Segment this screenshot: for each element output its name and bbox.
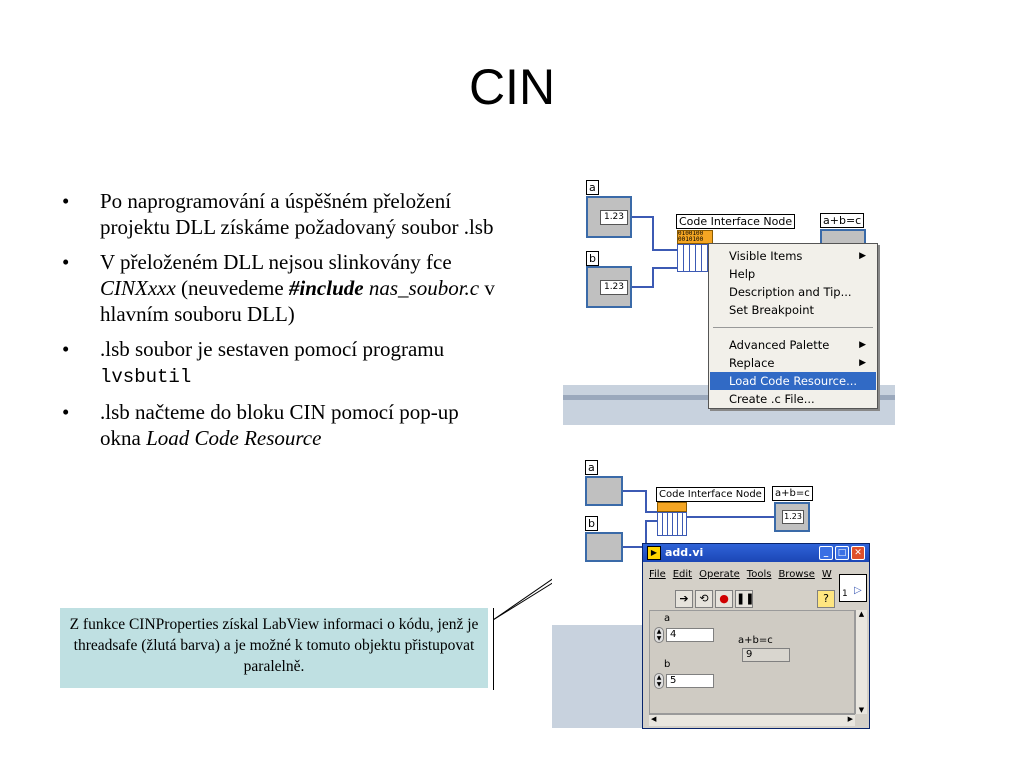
control-a-terminal-bottom[interactable] [585,476,623,506]
indicator-c-terminal[interactable] [820,229,866,247]
menu-browse[interactable]: Browse [778,569,815,580]
menu-item-replace[interactable]: Replace▶ [729,356,866,370]
cin-node-terminals-bottom[interactable] [657,512,687,536]
horizontal-scrollbar[interactable]: ◀ ▶ [649,714,855,726]
bullet-1: Po naprogramování a úspěšném přeložení p… [62,188,502,240]
result-label-top: a+b=c [820,213,865,228]
indicator-c-label: a+b=c [738,635,773,646]
menu-item-description-and-tip[interactable]: Description and Tip... [729,285,852,299]
vi-menubar: File Edit Operate Tools Browse W [649,569,837,580]
cin-label-top: Code Interface Node [676,214,796,229]
control-b-field[interactable]: 5 [666,674,714,688]
control-a-label: a [664,613,671,624]
submenu-arrow-icon: ▶ [859,340,866,350]
control-b-terminal-bottom[interactable] [585,532,623,562]
indicator-c-field: 9 [742,648,790,662]
menu-separator [713,327,873,328]
vi-front-panel: a ▲▼ 4 a+b=c 9 b ▲▼ 5 [649,610,855,714]
control-b-label: b [664,659,671,670]
menu-edit[interactable]: Edit [672,569,693,580]
vi-app-icon: ▶ [647,546,661,560]
slide-title: CIN [468,59,556,115]
bullet-4: .lsb načteme do bloku CIN pomocí pop-up … [62,399,502,451]
close-icon[interactable]: ✕ [851,546,865,560]
menu-operate[interactable]: Operate [699,569,740,580]
menu-item-set-breakpoint[interactable]: Set Breakpoint [729,303,815,317]
scroll-up-icon[interactable]: ▲ [858,610,865,618]
menu-tools[interactable]: Tools [746,569,772,580]
menu-file[interactable]: File [649,569,666,580]
scroll-left-icon[interactable]: ◀ [651,715,657,723]
control-b-terminal[interactable]: 1.23 [586,266,632,308]
label-b-bottom: b [585,516,598,531]
submenu-arrow-icon: ▶ [859,358,866,368]
submenu-arrow-icon: ▶ [859,251,866,261]
cin-node-bottom[interactable] [657,502,687,512]
menu-item-create-c-file[interactable]: Create .c File... [729,392,815,406]
minimize-icon[interactable]: _ [819,546,833,560]
scroll-down-icon[interactable]: ▼ [858,706,865,714]
label-a-bottom: a [585,460,598,475]
control-a-increment-icon[interactable]: ▲▼ [654,627,664,643]
label-a: a [586,180,599,195]
vi-front-panel-window[interactable]: ▶ add.vi _ □ ✕ File Edit Operate Tools Browse… [642,543,870,729]
vertical-scrollbar[interactable]: ▲ ▼ [855,610,867,714]
context-menu: Visible Items▶ Help Description and Tip.… [708,243,878,409]
run-arrow-icon[interactable]: ➔ [675,590,693,608]
bullet-3: .lsb soubor je sestaven pomocí programu … [62,336,502,390]
help-icon[interactable]: ? [817,590,835,608]
control-b-increment-icon[interactable]: ▲▼ [654,673,664,689]
menu-item-advanced-palette[interactable]: Advanced Palette▶ [729,338,866,352]
abort-stop-icon[interactable]: ● [715,590,733,608]
label-b: b [586,251,599,266]
vi-window-title: add.vi [665,546,704,559]
diagram-palette-strip [552,625,642,728]
maximize-icon[interactable]: □ [835,546,849,560]
vi-titlebar[interactable]: ▶ add.vi _ □ ✕ [643,544,869,562]
callout-note: Z funkce CINProperties získal LabView in… [60,608,488,688]
control-a-terminal[interactable]: 1.23 [586,196,632,238]
menu-item-help[interactable]: Help [729,267,756,281]
menu-item-load-code-resource[interactable]: Load Code Resource... [710,372,876,390]
connector-pane-icon[interactable]: 1 ▷ [839,574,867,602]
bullet-list: Po naprogramování a úspěšném přeložení p… [62,188,502,460]
scroll-right-icon[interactable]: ▶ [847,715,853,723]
run-continuously-icon[interactable]: ⟲ [695,590,713,608]
pause-icon[interactable]: ❚❚ [735,590,754,608]
bullet-2: V přeloženém DLL nejsou slinkovány fce C… [62,249,502,327]
callout-bracket [493,608,494,690]
cin-label-bottom: Code Interface Node [656,487,765,502]
menu-item-visible-items[interactable]: Visible Items▶ [729,249,866,263]
result-label-bottom: a+b=c [772,486,813,501]
indicator-c-terminal-bottom[interactable]: 1.23 [774,502,810,532]
control-a-field[interactable]: 4 [666,628,714,642]
menu-window[interactable]: W [821,569,832,580]
cin-node-terminals-top[interactable] [677,244,713,272]
